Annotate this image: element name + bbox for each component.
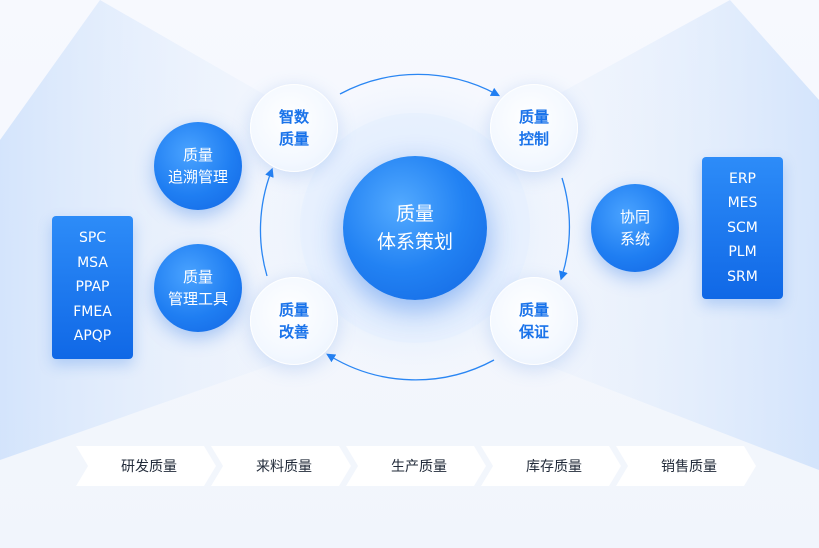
arrow-top [339,73,501,97]
quality-improvement-node: 质量 改善 [250,277,338,365]
stage-production-quality: 生产质量 [346,446,486,486]
node-label-line2: 系统 [619,230,650,248]
stage-label: 研发质量 [121,459,177,475]
tool-item: FMEA [73,303,112,320]
management-tools-node: 质量 管理工具 [154,244,242,332]
left-light-beam [0,0,300,460]
node-label-line1: 质量 [518,301,549,319]
stage-label: 销售质量 [661,459,717,475]
tool-item: APQP [73,328,112,345]
stage-sales-quality: 销售质量 [616,446,756,486]
stage-label: 库存质量 [526,459,582,475]
node-label-line2: 管理工具 [167,290,228,308]
node-label-line1: 质量 [518,108,549,126]
system-item: MES [727,195,758,212]
center-label-line1: 质量 [395,203,434,225]
system-item: PLM [728,244,757,261]
node-label-line2: 改善 [278,323,309,341]
quality-system-planning-center: 质量 体系策划 [343,156,487,300]
node-label-line2: 保证 [518,323,549,341]
stage-process-bar: 研发质量 来料质量 生产质量 库存质量 销售质量 [76,446,756,486]
stage-label: 生产质量 [391,459,447,475]
node-label-line2: 质量 [278,130,309,148]
node-label-line1: 协同 [619,208,650,226]
trace-management-node: 质量 追溯管理 [154,122,242,210]
node-label-line1: 智数 [278,108,309,126]
stage-incoming-quality: 来料质量 [211,446,351,486]
arrow-bottom [326,353,495,381]
node-label-line1: 质量 [182,146,213,164]
system-item: ERP [728,170,756,187]
system-item: SCM [727,219,758,236]
arrow-left [259,167,274,277]
right-systems-box: ERP MES SCM PLM SRM [702,157,783,299]
stage-inventory-quality: 库存质量 [481,446,621,486]
arrow-right [559,177,571,281]
tool-item: PPAP [75,279,110,296]
tool-item: SPC [78,230,107,247]
tool-item: MSA [77,254,108,271]
collaboration-system-node: 协同 系统 [591,184,679,272]
node-label-line1: 质量 [182,268,213,286]
left-tools-box: SPC MSA PPAP FMEA APQP [52,216,133,359]
quality-assurance-node: 质量 保证 [490,277,578,365]
quality-control-node: 质量 控制 [490,84,578,172]
stage-rd-quality: 研发质量 [76,446,216,486]
node-label-line2: 追溯管理 [167,168,228,186]
stage-label: 来料质量 [256,459,312,475]
node-label-line2: 控制 [518,130,549,148]
smart-quality-node: 智数 质量 [250,84,338,172]
node-label-line1: 质量 [278,301,309,319]
system-item: SRM [727,268,758,285]
center-label-line2: 体系策划 [376,231,453,253]
